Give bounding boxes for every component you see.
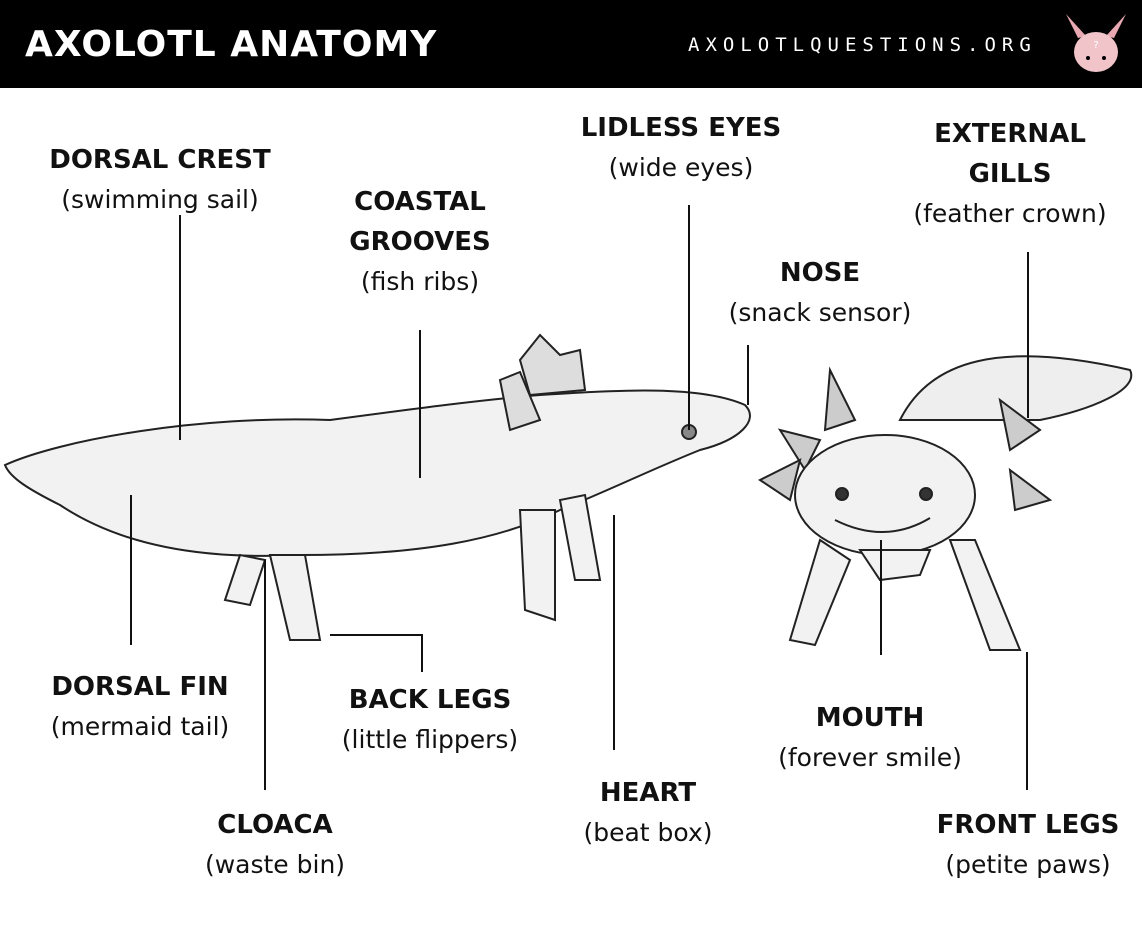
page-title: AXOLOTL ANATOMY <box>25 24 438 65</box>
label-subtitle: (little flippers) <box>341 725 519 754</box>
label-title: COASTAL GROOVES <box>349 187 491 257</box>
label-nose: NOSE (snack sensor) <box>729 253 912 333</box>
label-title: EXTERNAL GILLS <box>934 119 1086 189</box>
label-cloaca: CLOACA (waste bin) <box>205 805 345 885</box>
label-subtitle: (waste bin) <box>204 850 346 879</box>
label-title: BACK LEGS <box>348 685 512 715</box>
label-title: CLOACA <box>217 810 333 840</box>
side-axolotl <box>3 333 751 641</box>
front-axolotl <box>758 355 1133 651</box>
label-title: LIDLESS EYES <box>580 113 782 143</box>
label-subtitle: (fish ribs) <box>360 267 480 296</box>
label-coastal-grooves: COASTAL GROOVES (fish ribs) <box>320 182 520 302</box>
site-name: AXOLOTLQUESTIONS.ORG <box>688 34 1037 56</box>
label-back-legs: BACK LEGS (little flippers) <box>342 680 518 760</box>
label-subtitle: (forever smile) <box>778 743 962 772</box>
label-subtitle: (petite paws) <box>945 850 1111 879</box>
label-title: HEART <box>599 778 697 808</box>
label-front-legs: FRONT LEGS (petite paws) <box>937 805 1120 885</box>
label-subtitle: (mermaid tail) <box>50 712 230 741</box>
leader-lines <box>130 205 1029 790</box>
label-title: NOSE <box>779 258 861 288</box>
svg-text:?: ? <box>1093 40 1098 51</box>
label-subtitle: (beat box) <box>583 818 713 847</box>
label-dorsal-crest: DORSAL CREST (swimming sail) <box>49 140 271 220</box>
label-external-gills: EXTERNAL GILLS (feather crown) <box>900 114 1120 234</box>
label-mouth: MOUTH (forever smile) <box>778 698 962 778</box>
label-subtitle: (swimming sail) <box>61 185 259 214</box>
header-bar: AXOLOTL ANATOMY AXOLOTLQUESTIONS.ORG ? <box>0 0 1142 88</box>
label-subtitle: (feather crown) <box>913 199 1107 228</box>
label-subtitle: (wide eyes) <box>608 153 754 182</box>
label-dorsal-fin: DORSAL FIN (mermaid tail) <box>51 667 230 747</box>
label-title: DORSAL FIN <box>51 672 229 702</box>
label-heart: HEART (beat box) <box>583 773 712 853</box>
axolotl-head-icon: ? <box>1066 14 1126 72</box>
label-title: MOUTH <box>815 703 925 733</box>
label-lidless-eyes: LIDLESS EYES (wide eyes) <box>581 108 782 188</box>
label-subtitle: (snack sensor) <box>728 298 912 327</box>
label-title: DORSAL CREST <box>49 145 271 175</box>
label-title: FRONT LEGS <box>936 810 1120 840</box>
